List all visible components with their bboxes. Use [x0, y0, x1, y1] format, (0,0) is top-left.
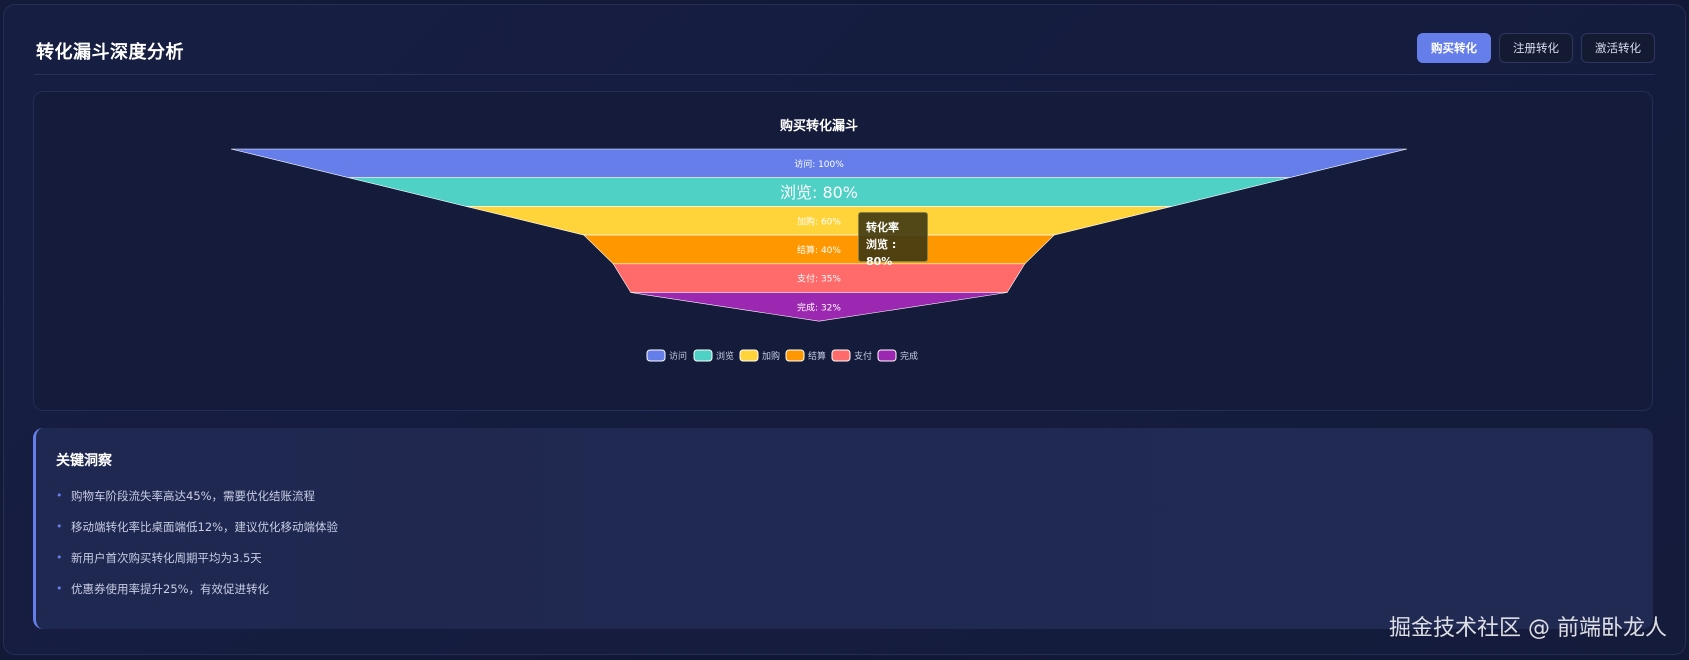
- bullet-icon: •: [56, 551, 63, 564]
- legend-item-4[interactable]: 结算: [785, 349, 826, 362]
- legend-swatch: [693, 349, 713, 362]
- funnel-stage-6[interactable]: [630, 292, 1008, 322]
- insights-card: 关键洞察 • 购物车阶段流失率高达45%，需要优化结账流程 • 移动端转化率比桌面端…: [33, 428, 1653, 629]
- legend-label: 加购: [762, 350, 780, 362]
- insight-item: • 移动端转化率比桌面端低12%，建议优化移动端体验: [56, 519, 338, 550]
- legend-label: 结算: [808, 350, 826, 362]
- conversion-tabs: 购买转化 注册转化 激活转化: [1417, 33, 1655, 63]
- insight-text: 优惠券使用率提升25%，有效促进转化: [71, 582, 270, 596]
- insight-item: • 新用户首次购买转化周期平均为3.5天: [56, 550, 338, 581]
- legend-swatch: [646, 349, 666, 362]
- legend-item-1[interactable]: 访问: [646, 349, 687, 362]
- legend-item-2[interactable]: 浏览: [693, 349, 734, 362]
- insight-item: • 购物车阶段流失率高达45%，需要优化结账流程: [56, 488, 338, 519]
- insight-text: 新用户首次购买转化周期平均为3.5天: [71, 551, 262, 565]
- bullet-icon: •: [56, 489, 63, 502]
- legend-swatch: [831, 349, 851, 362]
- legend-swatch: [739, 349, 759, 362]
- legend-label: 浏览: [716, 350, 734, 362]
- tooltip-value: 浏览 : 80%: [866, 238, 897, 268]
- legend-item-3[interactable]: 加购: [739, 349, 780, 362]
- funnel-stage-label: 加购: 60%: [797, 215, 841, 227]
- insight-item: • 优惠券使用率提升25%，有效促进转化: [56, 581, 338, 612]
- chart-tooltip: 转化率 浏览 : 80%: [858, 212, 928, 268]
- funnel-stage-label: 完成: 32%: [797, 301, 841, 313]
- funnel-stage-label: 浏览: 80%: [780, 183, 858, 202]
- legend-label: 完成: [900, 350, 918, 362]
- bullet-icon: •: [56, 582, 63, 595]
- tab-purchase-conversion[interactable]: 购买转化: [1417, 33, 1491, 63]
- watermark: 掘金技术社区 @ 前端卧龙人: [1389, 616, 1667, 641]
- insights-list: • 购物车阶段流失率高达45%，需要优化结账流程 • 移动端转化率比桌面端低12%，…: [56, 488, 338, 612]
- tab-activation-conversion[interactable]: 激活转化: [1581, 33, 1655, 63]
- panel-header: 转化漏斗深度分析 购买转化 注册转化 激活转化: [34, 31, 1655, 75]
- legend-swatch: [877, 349, 897, 362]
- insights-title: 关键洞察: [56, 453, 112, 469]
- tooltip-title: 转化率: [866, 221, 899, 234]
- funnel-stage-label: 访问: 100%: [794, 158, 844, 170]
- legend-item-6[interactable]: 完成: [877, 349, 918, 362]
- legend-swatch: [785, 349, 805, 362]
- chart-title: 购买转化漏斗: [780, 118, 858, 134]
- funnel-chart-card: 购买转化漏斗 访问: 100% 浏览: 80% 加购: 60% 结算: 40% 支付: …: [33, 91, 1653, 411]
- legend-label: 支付: [854, 350, 872, 362]
- funnel-stage-label: 支付: 35%: [797, 273, 841, 285]
- funnel-stage-label: 结算: 40%: [797, 244, 841, 256]
- funnel-chart: 购买转化漏斗 访问: 100% 浏览: 80% 加购: 60% 结算: 40% 支付: …: [230, 118, 1408, 362]
- legend-label: 访问: [669, 350, 687, 362]
- insight-text: 移动端转化率比桌面端低12%，建议优化移动端体验: [71, 520, 339, 534]
- page-title: 转化漏斗深度分析: [36, 42, 184, 63]
- legend-item-5[interactable]: 支付: [831, 349, 872, 362]
- tab-register-conversion[interactable]: 注册转化: [1499, 33, 1573, 63]
- insight-text: 购物车阶段流失率高达45%，需要优化结账流程: [71, 489, 316, 503]
- bullet-icon: •: [56, 520, 63, 533]
